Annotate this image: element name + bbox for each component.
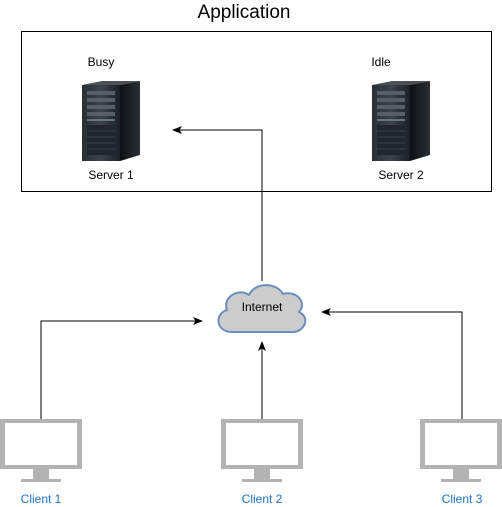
server-1[interactable]: Busy Server 1 — [82, 55, 140, 182]
server-1-status: Busy — [88, 55, 115, 69]
client-2[interactable]: Client 2 — [221, 419, 303, 506]
client-1[interactable]: Client 1 — [0, 419, 82, 506]
client-2-label: Client 2 — [242, 492, 283, 506]
internet-cloud[interactable]: Internet — [217, 284, 307, 334]
application-container — [21, 31, 492, 192]
monitor-icon — [420, 419, 502, 482]
client-3-label: Client 3 — [442, 492, 483, 506]
server-2-status: Idle — [371, 55, 391, 69]
connector-client-1-to-internet — [40, 317, 203, 419]
client-3[interactable]: Client 3 — [420, 419, 502, 506]
server-1-label: Server 1 — [88, 168, 134, 182]
cloud-icon — [217, 284, 307, 334]
diagram-title: Application — [198, 2, 291, 23]
monitor-icon — [0, 419, 82, 482]
server-2-label: Server 2 — [378, 168, 424, 182]
server-tower-icon — [82, 81, 140, 161]
connector-client-3-to-internet — [321, 308, 463, 419]
internet-label: Internet — [242, 300, 283, 314]
server-2[interactable]: Idle Server 2 — [371, 55, 430, 182]
monitor-icon — [221, 419, 303, 482]
server-tower-icon — [372, 81, 430, 161]
client-1-label: Client 1 — [21, 492, 62, 506]
connector-internet-to-server-1 — [172, 126, 263, 281]
